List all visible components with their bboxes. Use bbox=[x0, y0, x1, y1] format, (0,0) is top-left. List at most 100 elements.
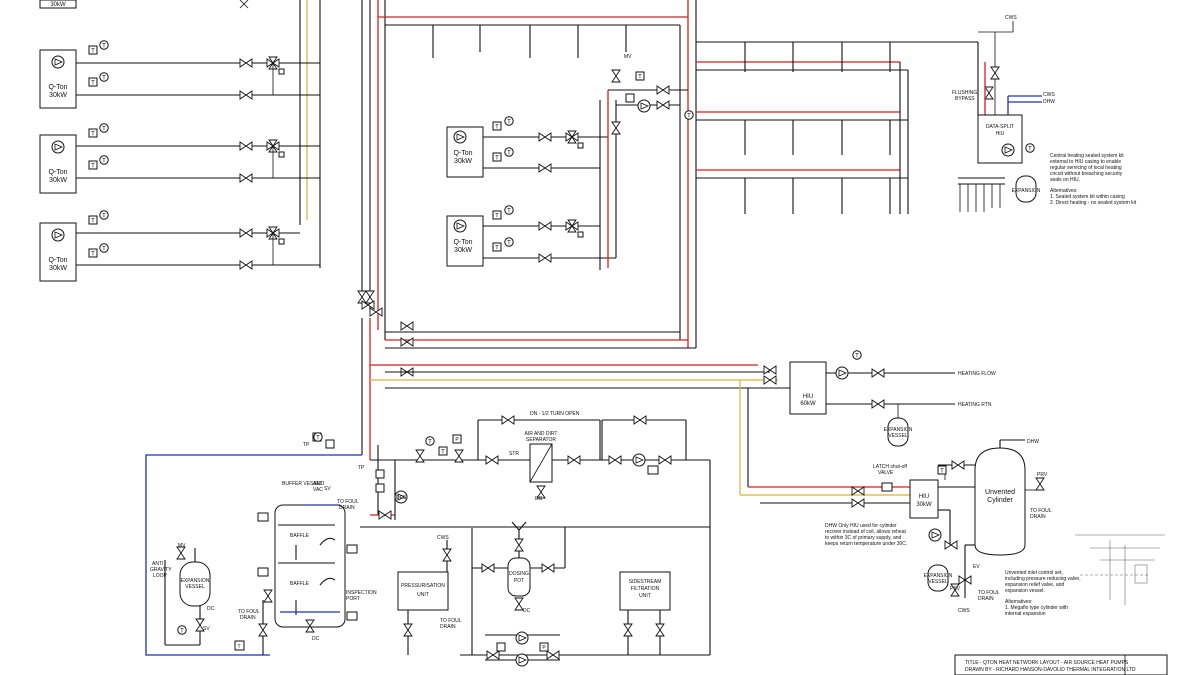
label-foul-drain-left-2: DRAIN bbox=[240, 615, 256, 621]
svg-text:UNIT: UNIT bbox=[417, 592, 429, 598]
label-loop: LOOP bbox=[153, 573, 168, 579]
unvented-cylinder bbox=[974, 447, 1026, 556]
svg-text:expansion vessel.: expansion vessel. bbox=[1005, 588, 1045, 594]
qton-left-1-rating: 30kW bbox=[49, 92, 67, 99]
dhw-cylinder-assembly: LATCH shut-off VALVE HIU 30kW Unvented C… bbox=[739, 380, 1165, 617]
label-anti: ANTI bbox=[313, 481, 324, 487]
label-foul-drain-buf-1: TO FOUL bbox=[337, 499, 359, 505]
hiu-60-name: HIU bbox=[803, 394, 813, 400]
expansion-vessel-top-label: EXPANSION bbox=[1012, 188, 1041, 194]
svg-text:TO FOUL: TO FOUL bbox=[440, 618, 462, 624]
unvented-kit-note: Unvented inlet control set, including pr… bbox=[1005, 570, 1081, 617]
hiu-30-name: HIU bbox=[919, 494, 929, 500]
sidestream-filtration-unit bbox=[619, 571, 671, 611]
svg-text:VESSEL: VESSEL bbox=[928, 579, 948, 585]
label-sv-buffer: SV bbox=[324, 486, 331, 492]
svg-text:SEPARATOR: SEPARATOR bbox=[526, 437, 556, 443]
qton-mid-1-rating: 30kW bbox=[454, 158, 472, 165]
qton-left-2-name: Q-Ton bbox=[48, 169, 67, 176]
label-gravity: GRAVITY bbox=[150, 567, 172, 573]
svg-text:UNIT: UNIT bbox=[639, 593, 651, 599]
label-p-1: P bbox=[455, 437, 459, 443]
svg-text:recover instead of coil, allow: recover instead of coil, allows reheat bbox=[825, 529, 906, 535]
qton-left-2-rating: 30kW bbox=[49, 177, 67, 184]
label-to-foul-drain-cyl-1: TO FOUL bbox=[1030, 508, 1052, 514]
label-dps: DPS bbox=[396, 495, 407, 501]
bypass-note: DN - 1/2 TURN OPEN bbox=[530, 411, 580, 417]
label-dhw-cylinder: DHW bbox=[1027, 439, 1039, 445]
svg-text:Alternatives:: Alternatives: bbox=[1005, 599, 1033, 605]
label-inspection: INSPECTION bbox=[346, 590, 377, 596]
svg-text:DOSING: DOSING bbox=[509, 571, 529, 577]
label-dc-buf: DC bbox=[312, 636, 320, 642]
svg-text:EXPANSION: EXPANSION bbox=[924, 573, 953, 579]
pressurisation-unit bbox=[397, 571, 449, 611]
label-str: STR bbox=[509, 451, 519, 457]
label-mv: MV bbox=[178, 543, 186, 549]
qton-top-partial bbox=[39, 0, 77, 9]
main-risers bbox=[357, 0, 697, 455]
label-vac: VAC bbox=[313, 487, 323, 493]
left-heat-pump-column: 30kW Q-Ton 30kW Q-Ton 30kW bbox=[39, 0, 321, 282]
label-bypass: BYPASS bbox=[955, 96, 975, 102]
middle-heat-pumps: Q-Ton 30kW Q-Ton 30kW MV bbox=[446, 54, 694, 270]
label-dc-ev: DC bbox=[207, 606, 215, 612]
qton-unit-left-1 bbox=[39, 49, 77, 109]
baffle-label-1: BAFFLE bbox=[290, 533, 310, 539]
svg-text:AIR AND DIRT: AIR AND DIRT bbox=[525, 431, 558, 437]
hiu-30kw bbox=[909, 479, 939, 519]
faint-detail-sketch bbox=[1075, 534, 1165, 605]
label-dc-dosing: DC bbox=[523, 608, 531, 614]
right-branch-headers bbox=[696, 41, 978, 214]
svg-text:seals on HIU.: seals on HIU. bbox=[1050, 177, 1080, 183]
title-block: TITLE - QTON HEAT NETWORK LAYOUT - AIR S… bbox=[954, 654, 1168, 675]
label-port: PORT bbox=[346, 596, 360, 602]
label-anti-1: ANTI bbox=[152, 561, 163, 567]
label-foul-drain-buf-2: DRAIN bbox=[339, 505, 355, 511]
cylinder-name: Unvented bbox=[985, 489, 1015, 496]
svg-text:PRESSURISATION: PRESSURISATION bbox=[401, 583, 445, 589]
svg-text:Unvented inlet control set,: Unvented inlet control set, bbox=[1005, 570, 1063, 576]
svg-text:DRAIN: DRAIN bbox=[440, 624, 456, 630]
svg-text:EXPANSION: EXPANSION bbox=[884, 427, 913, 433]
svg-text:keeps return temperature under: keeps return temperature under 30C. bbox=[825, 541, 907, 547]
data-split-hiu-assembly: CWS FLUSHING BYPASS CWS DHW DATA-SPLIT H… bbox=[952, 15, 1137, 212]
label-p-2: P bbox=[542, 645, 546, 651]
svg-text:EXPANSION: EXPANSION bbox=[181, 578, 210, 584]
dosing-pot bbox=[507, 557, 531, 597]
label-mv-mid: MV bbox=[624, 54, 632, 60]
svg-text:including pressure reducing va: including pressure reducing valve, bbox=[1005, 576, 1081, 582]
svg-text:expansion relief valve, and: expansion relief valve, and bbox=[1005, 582, 1064, 588]
qton-left-1-name: Q-Ton bbox=[48, 84, 67, 91]
data-split-type: HIU bbox=[996, 131, 1005, 137]
qton-mid-2-name: Q-Ton bbox=[453, 239, 472, 246]
dhw-hiu-note: DHW Only HIU used for cylinder recover i… bbox=[825, 523, 907, 547]
hiu-60kw-assembly: HIU 60kW HEATING FLOW HEATING RTN EXPANS… bbox=[370, 350, 996, 447]
label-psv: PSV bbox=[950, 586, 961, 592]
label-latch-valve-2: VALVE bbox=[878, 470, 894, 476]
svg-text:circuit without breaching secu: circuit without breaching security bbox=[1050, 171, 1123, 177]
svg-text:1. Megaflo type cylinder with: 1. Megaflo type cylinder with bbox=[1005, 605, 1068, 611]
svg-text:regular servicing of local hea: regular servicing of local heating bbox=[1050, 165, 1122, 171]
label-sv-ev: SV bbox=[203, 626, 210, 632]
label-tp-2: TP bbox=[303, 442, 310, 448]
hiu-30-rating: 30kW bbox=[916, 502, 932, 508]
qton-mid-1-name: Q-Ton bbox=[453, 150, 472, 157]
title-line-2: DRAWN BY - RICHARD HANSON-DAVOLID THERMA… bbox=[965, 667, 1136, 673]
svg-text:POT: POT bbox=[514, 578, 524, 584]
label-cws-pressurisation: CWS bbox=[437, 535, 449, 541]
qton-left-3-name: Q-Ton bbox=[48, 257, 67, 264]
svg-text:DRAIN: DRAIN bbox=[978, 596, 994, 602]
svg-text:2. Direct heating - no sealed: 2. Direct heating - no sealed system kit bbox=[1050, 200, 1137, 206]
svg-text:TO FOUL: TO FOUL bbox=[978, 590, 1000, 596]
qton-unit-left-3 bbox=[39, 222, 77, 282]
data-split-hiu bbox=[977, 114, 1023, 164]
label-flushing: FLUSHING bbox=[952, 90, 977, 96]
label-cws-top: CWS bbox=[1005, 15, 1017, 21]
qton-top-label: 30kW bbox=[50, 2, 66, 8]
hiu-60-rating: 60kW bbox=[800, 401, 816, 407]
label-heating-rtn: HEATING RTN bbox=[958, 402, 992, 408]
label-cws-right: CWS bbox=[1043, 92, 1055, 98]
